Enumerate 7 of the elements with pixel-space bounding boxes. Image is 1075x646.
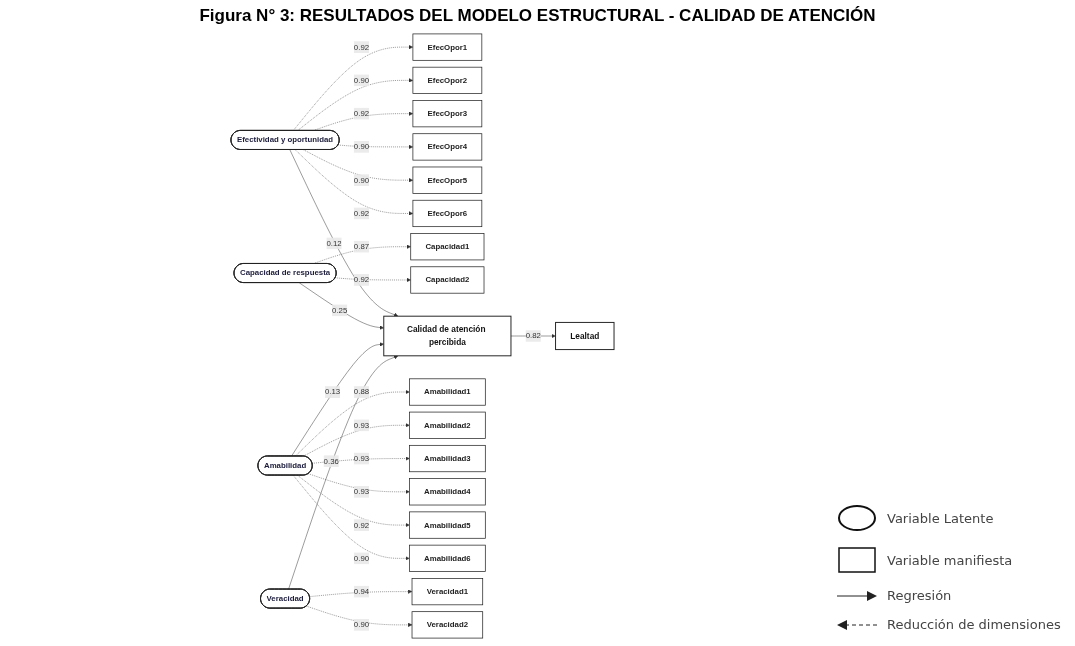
legend-text: Variable manifiesta <box>887 552 1013 568</box>
figure-title: Figura N° 3: RESULTADOS DEL MODELO ESTRUCTURAL - CALIDAD DE ATENCIÓN <box>198 6 877 26</box>
legend-text: Reducción de dimensiones <box>887 617 1061 632</box>
legend-text: Variable Latente <box>887 510 994 526</box>
node-box: Lealtad <box>555 321 615 351</box>
node-box: Calidad de atención percibida <box>383 315 512 357</box>
legend-text: Regresión <box>887 588 952 603</box>
